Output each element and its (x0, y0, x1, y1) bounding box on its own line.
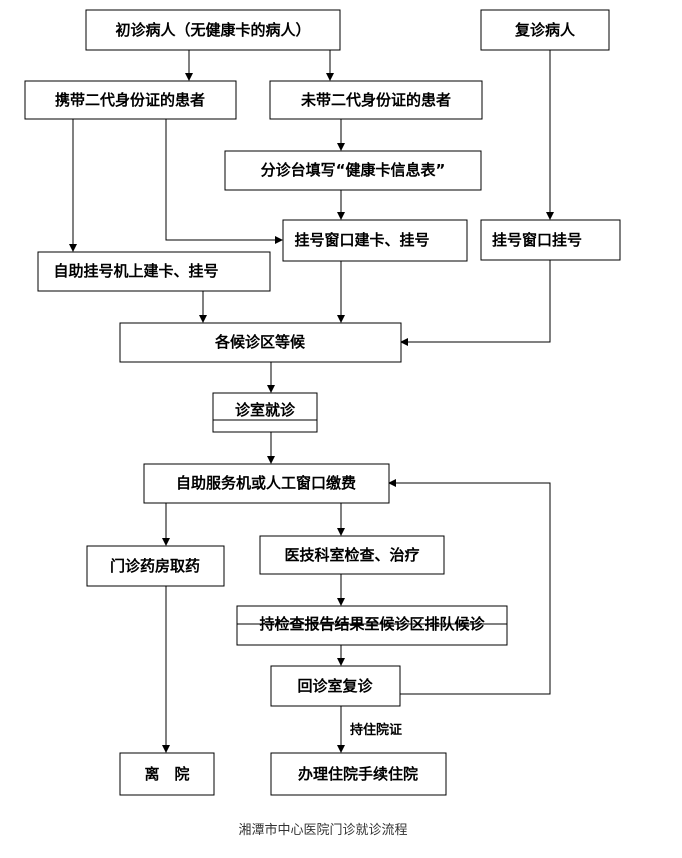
node-window-card-label: 挂号窗口建卡、挂号 (294, 231, 429, 249)
node-window-register: 挂号窗口挂号 (480, 219, 621, 261)
node-with-id-label: 携带二代身份证的患者 (55, 91, 205, 109)
node-fill-form-label: 分诊台填写“健康卡信息表” (261, 161, 446, 179)
node-report: 持检查报告结果至候诊区排队候诊 (236, 605, 508, 646)
node-fill-form: 分诊台填写“健康卡信息表” (224, 150, 482, 191)
edge-revisit-to-payment (388, 479, 551, 695)
node-revisit: 回诊室复诊 (270, 665, 401, 707)
node-self-service-card: 自助挂号机上建卡、挂号 (37, 251, 271, 292)
node-pharmacy-label: 门诊药房取药 (110, 557, 200, 575)
node-payment: 自助服务机或人工窗口缴费 (143, 463, 390, 504)
node-leave-label: 离 院 (144, 765, 189, 783)
node-window-register-label: 挂号窗口挂号 (492, 231, 582, 249)
node-initial-patient-label: 初诊病人（无健康卡的病人） (115, 21, 310, 39)
flow-edges: 持住院证 (69, 50, 554, 753)
node-payment-label: 自助服务机或人工窗口缴费 (176, 474, 356, 492)
edge-window-register-to-waiting (400, 260, 551, 346)
node-return-visit-patient-label: 复诊病人 (514, 21, 576, 39)
node-admission: 办理住院手续住院 (270, 752, 447, 796)
node-admission-label: 办理住院手续住院 (298, 765, 418, 783)
edge-with-id-to-window-card (165, 119, 283, 244)
edge-label-admission-card: 持住院证 (350, 722, 402, 738)
node-leave: 离 院 (119, 752, 215, 796)
node-pharmacy: 门诊药房取药 (86, 545, 225, 587)
node-waiting-label: 各候诊区等候 (214, 333, 306, 351)
node-initial-patient: 初诊病人（无健康卡的病人） (85, 9, 341, 51)
node-exam-label: 医技科室检查、治疗 (284, 546, 419, 564)
node-revisit-label: 回诊室复诊 (297, 677, 373, 695)
node-return-visit-patient: 复诊病人 (480, 9, 610, 51)
node-without-id-label: 未带二代身份证的患者 (300, 91, 451, 109)
node-consult-label: 诊室就诊 (235, 401, 296, 419)
node-window-card: 挂号窗口建卡、挂号 (282, 219, 468, 262)
diagram-caption: 湘潭市中心医院门诊就诊流程 (238, 822, 407, 838)
node-waiting: 各候诊区等候 (119, 322, 402, 363)
node-consult: 诊室就诊 (212, 392, 318, 433)
node-without-id: 未带二代身份证的患者 (269, 80, 483, 120)
node-exam: 医技科室检查、治疗 (259, 535, 445, 575)
node-self-service-card-label: 自助挂号机上建卡、挂号 (53, 262, 218, 280)
node-with-id: 携带二代身份证的患者 (24, 80, 237, 120)
